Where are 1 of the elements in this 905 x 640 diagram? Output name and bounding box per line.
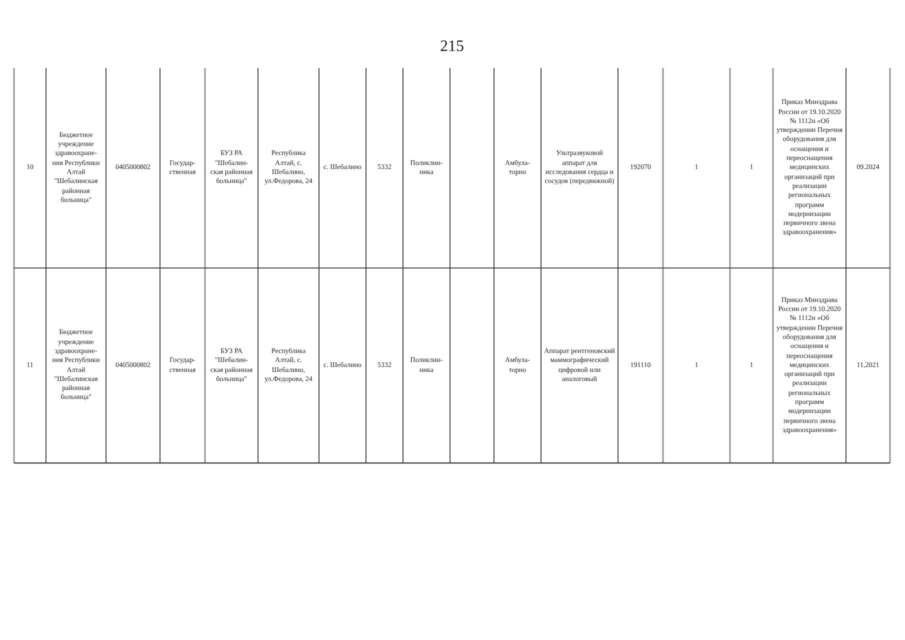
- page-number: 215: [440, 38, 464, 56]
